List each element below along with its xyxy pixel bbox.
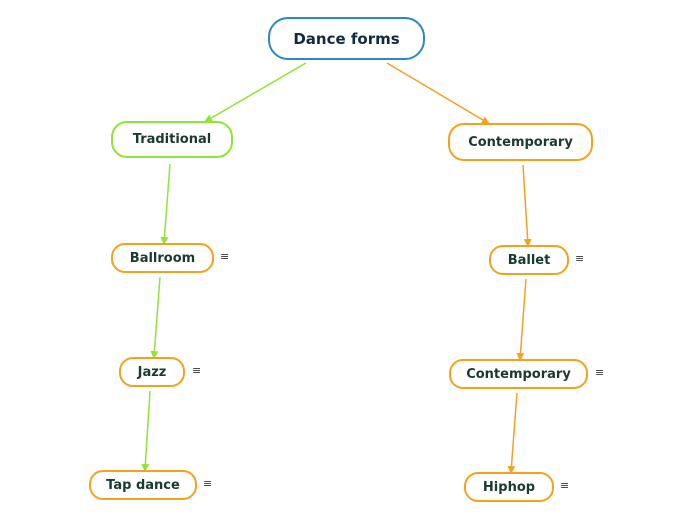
notes-icon[interactable]: ≡ xyxy=(203,477,213,490)
connector-contemporary-ballet xyxy=(522,164,532,247)
node-traditional[interactable]: Traditional xyxy=(111,121,233,158)
notes-icon[interactable]: ≡ xyxy=(560,479,570,492)
connector-traditional-ballroom xyxy=(160,163,171,245)
connector-root-traditional xyxy=(204,62,307,123)
node-hiphop[interactable]: Hiphop xyxy=(464,472,554,502)
node-dance-forms[interactable]: Dance forms xyxy=(268,17,425,60)
notes-icon[interactable]: ≡ xyxy=(192,364,202,377)
node-contemporary[interactable]: Contemporary xyxy=(448,123,593,161)
node-contemporary-child[interactable]: Contemporary xyxy=(449,359,588,389)
node-tap-dance[interactable]: Tap dance xyxy=(89,470,197,500)
connector-root-contemporary xyxy=(386,62,490,125)
notes-icon[interactable]: ≡ xyxy=(595,366,605,379)
connector-jazz-tapdance xyxy=(141,390,151,472)
node-jazz[interactable]: Jazz xyxy=(119,357,185,387)
node-ballet[interactable]: Ballet xyxy=(489,245,569,275)
notes-icon[interactable]: ≡ xyxy=(575,252,585,265)
node-ballroom[interactable]: Ballroom xyxy=(111,243,214,273)
notes-icon[interactable]: ≡ xyxy=(220,250,230,263)
connector-ballroom-jazz xyxy=(150,276,161,359)
connector-ballet-contemporary xyxy=(516,278,527,361)
connector-contemporary-hiphop xyxy=(507,392,518,474)
